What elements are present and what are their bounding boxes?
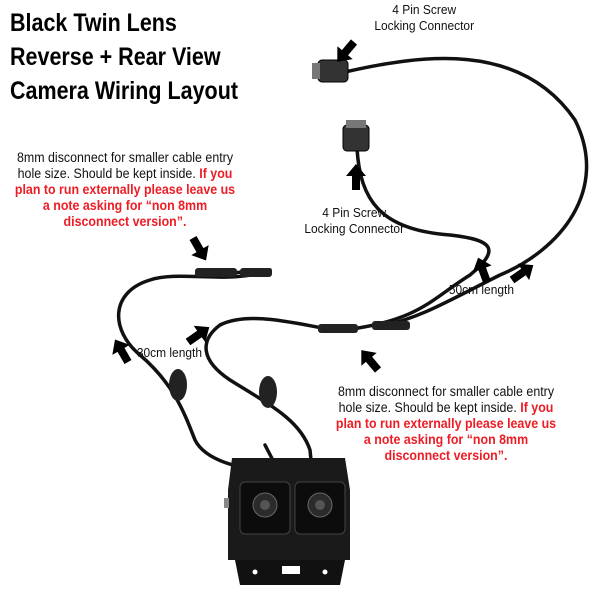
note-text: 8mm disconnect for smaller cable entry h… (16, 150, 234, 181)
title-line: Black Twin Lens (10, 9, 177, 37)
label-line: Locking Connector (374, 18, 475, 33)
title-line: Camera Wiring Layout (10, 77, 238, 105)
arrow-icon (184, 233, 215, 266)
left-disconnect-icon (195, 268, 237, 277)
arrow-icon (353, 343, 386, 377)
label-line: 4 Pin Screw (392, 2, 457, 17)
arrow-icon (106, 334, 137, 367)
right-disconnect-note: 8mm disconnect for smaller cable entry h… (336, 384, 557, 464)
cables (116, 56, 589, 472)
middle-connector-label: 4 Pin Screw Locking Connector (304, 205, 404, 237)
page-title: Black Twin Lens Reverse + Rear View Came… (10, 6, 238, 108)
title-line: Reverse + Rear View (10, 43, 221, 71)
top-connector-label: 4 Pin Screw Locking Connector (374, 2, 474, 34)
connectors (169, 59, 410, 408)
cable-30cm-upper (116, 268, 272, 472)
length-30cm-label: 30cm length (136, 345, 202, 360)
cable-50cm-long (343, 56, 589, 327)
left-disconnect-note: 8mm disconnect for smaller cable entry h… (15, 150, 236, 230)
camera-icon (224, 458, 350, 585)
grommet-right-icon (259, 376, 277, 408)
cable-50cm-short (343, 146, 491, 332)
middle-connector-icon (342, 124, 370, 152)
note-warning: If you plan to run externally please lea… (335, 400, 557, 463)
note-text: 8mm disconnect for smaller cable entry h… (337, 384, 555, 415)
label-line: 4 Pin Screw (322, 205, 387, 220)
note-warning: If you plan to run externally please lea… (14, 166, 236, 229)
top-connector-icon (317, 59, 349, 83)
grommet-left-icon (169, 369, 187, 401)
right-disconnect-icon (318, 324, 358, 333)
cable-30cm-lower (204, 316, 337, 472)
length-50cm-label: 50cm length (448, 282, 514, 297)
label-line: Locking Connector (304, 221, 405, 236)
